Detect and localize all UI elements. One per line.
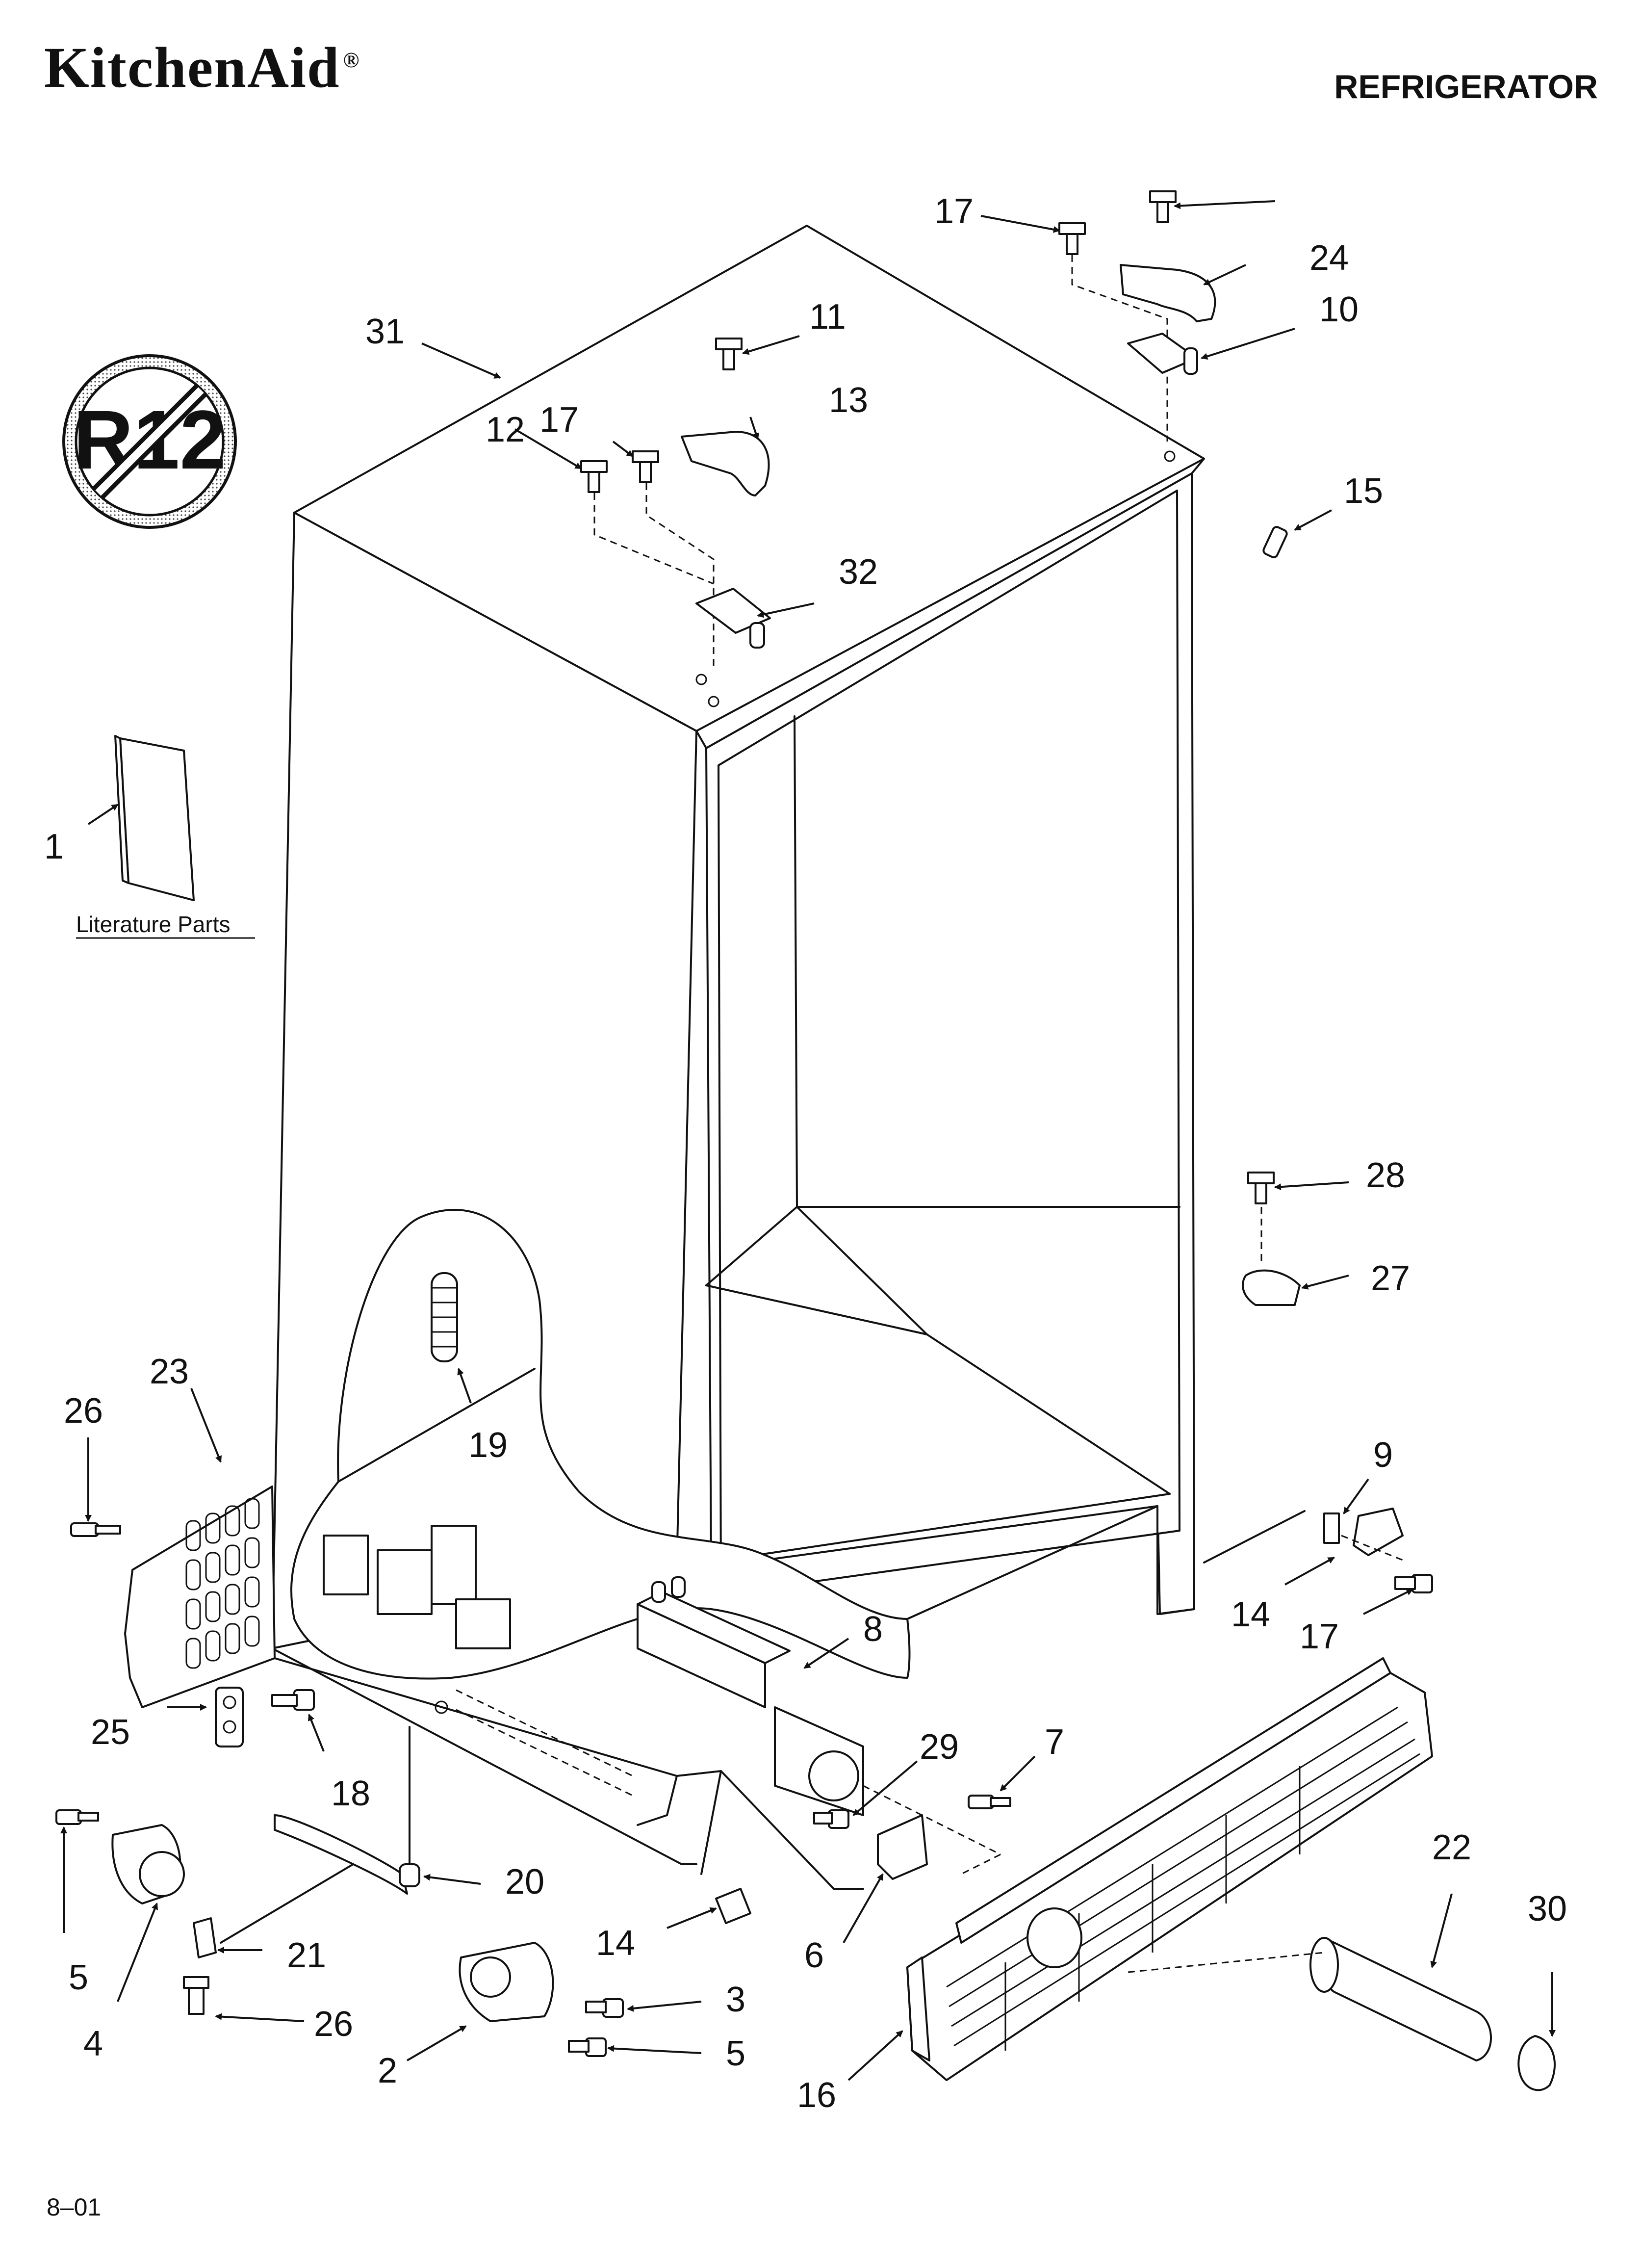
hinge-bracket-25 — [215, 1687, 315, 1747]
registered-mark: ® — [343, 48, 360, 72]
top-left-hinge-parts — [580, 338, 771, 707]
callout-13: 13 — [829, 381, 868, 420]
callout-28: 28 — [1366, 1156, 1405, 1195]
callout-26b: 26 — [314, 2005, 353, 2044]
callout-24: 24 — [1309, 238, 1349, 278]
small-hardware-center — [715, 1785, 1011, 1924]
refrigerator-cabinet — [271, 225, 1306, 1890]
callout-3: 3 — [726, 1980, 745, 2019]
callout-32: 32 — [839, 552, 878, 592]
right-bracket-parts — [1323, 1508, 1433, 1593]
callout-27: 27 — [1371, 1259, 1410, 1298]
callout-14a: 14 — [1231, 1595, 1270, 1634]
callout-1: 1 — [44, 827, 64, 866]
callout-7: 7 — [1045, 1722, 1064, 1762]
callout-22: 22 — [1432, 1828, 1471, 1867]
callout-23: 23 — [150, 1352, 189, 1391]
callout-25: 25 — [91, 1713, 130, 1752]
callout-26a: 26 — [64, 1391, 103, 1431]
brand-logo: KitchenAid® — [44, 34, 360, 101]
cutaway-internals — [323, 1525, 633, 1797]
callout-15: 15 — [1344, 471, 1383, 511]
page-title: REFRIGERATOR — [1334, 68, 1598, 105]
water-filter-22 — [1128, 1937, 1556, 2091]
callout-6: 6 — [804, 1936, 824, 1975]
right-stop-parts — [1242, 1172, 1301, 1306]
callout-18: 18 — [331, 1774, 370, 1813]
revision-code: 8–01 — [47, 2193, 102, 2221]
callout-17c: 17 — [1300, 1617, 1339, 1656]
callout-14b: 14 — [596, 1924, 635, 1963]
lower-left-hardware — [55, 1726, 624, 2057]
callout-12: 12 — [486, 410, 525, 449]
callout-11a: 11 — [809, 297, 846, 337]
callout-29: 29 — [920, 1727, 959, 1767]
callout-31: 31 — [365, 312, 405, 351]
front-grille-16 — [906, 1657, 1433, 2081]
part-19-spring — [431, 1272, 458, 1362]
callout-21: 21 — [287, 1936, 326, 1975]
rear-access-cover — [70, 1486, 276, 1708]
callout-10: 10 — [1319, 290, 1359, 329]
callout-20: 20 — [505, 1862, 544, 1902]
callout-labels: 31 11 17 24 10 13 12 17 32 15 1 28 27 26… — [44, 192, 1567, 2115]
callout-16: 16 — [797, 2076, 836, 2115]
callout-2: 2 — [378, 2051, 397, 2090]
top-right-hinge-parts — [1058, 190, 1288, 558]
callout-30: 30 — [1528, 1889, 1567, 1929]
literature-caption: Literature Parts — [76, 912, 230, 937]
callout-8: 8 — [863, 1610, 883, 1649]
literature-parts-booklet: Literature Parts — [76, 735, 255, 939]
callout-leaders — [60, 200, 1556, 2081]
callout-9: 9 — [1373, 1435, 1393, 1475]
callout-17b: 17 — [539, 400, 579, 440]
callout-4: 4 — [83, 2024, 103, 2063]
brand-name: KitchenAid — [44, 35, 340, 100]
water-valve-housing-8 — [637, 1576, 864, 1816]
callout-19: 19 — [468, 1426, 508, 1465]
callout-5b: 5 — [726, 2034, 745, 2073]
callout-5a: 5 — [69, 1958, 88, 1997]
no-r12-badge: R12 — [62, 354, 237, 529]
callout-17a: 17 — [934, 192, 974, 231]
